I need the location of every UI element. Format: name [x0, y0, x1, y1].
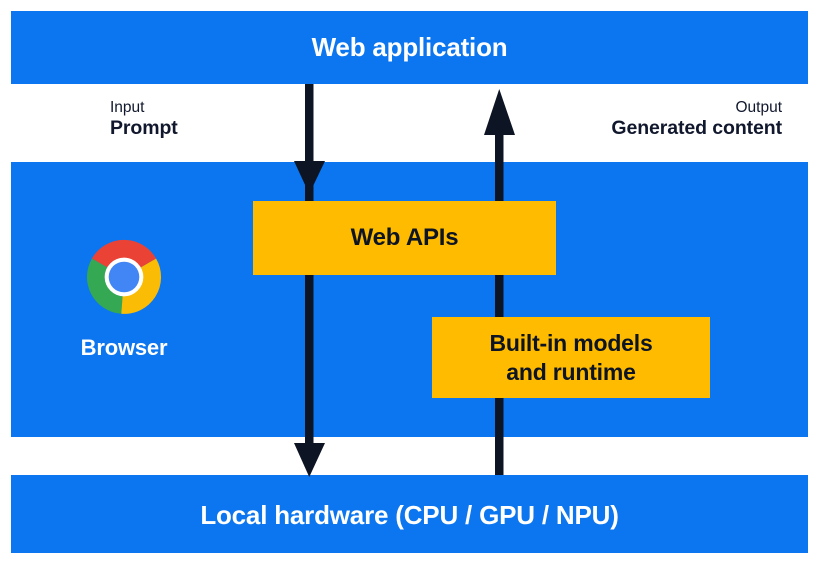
- band-local-hardware: Local hardware (CPU / GPU / NPU): [11, 475, 808, 553]
- input-kind-label: Input: [110, 99, 145, 116]
- output-kind-label: Output: [735, 99, 782, 116]
- browser-label: Browser: [80, 335, 168, 360]
- band-web-application: Web application: [11, 11, 808, 84]
- output-value-label: Generated content: [611, 116, 782, 139]
- web-application-label: Web application: [311, 32, 508, 62]
- web-apis-box[interactable]: Web APIs: [253, 201, 556, 275]
- built-in-models-line1: Built-in models: [489, 330, 653, 357]
- chrome-logo-icon: [86, 239, 162, 314]
- input-value-label: Prompt: [110, 116, 178, 139]
- input-flow-label: Input Prompt: [110, 99, 178, 140]
- web-apis-label: Web APIs: [350, 224, 459, 251]
- built-in-models-line2: and runtime: [506, 358, 636, 385]
- local-hardware-label: Local hardware (CPU / GPU / NPU): [200, 500, 619, 530]
- built-in-models-label: Built-in models and runtime: [489, 329, 652, 385]
- browser-identity: Browser: [63, 232, 185, 361]
- built-in-models-box[interactable]: Built-in models and runtime: [432, 317, 710, 398]
- output-flow-label: Output Generated content: [611, 99, 782, 140]
